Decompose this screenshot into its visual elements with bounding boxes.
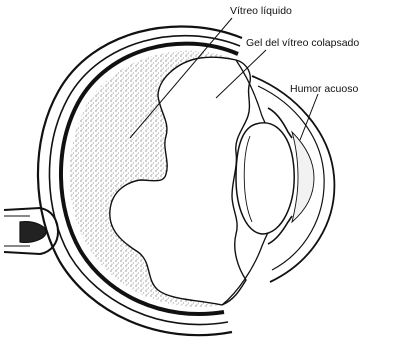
label-aqueous-humor: Humor acuoso <box>290 83 358 95</box>
optic-nerve-sheath <box>20 222 46 243</box>
lens <box>236 123 294 234</box>
label-liquid-vitreous: Vítreo líquido <box>230 5 292 17</box>
aqueous-humor-chamber <box>292 132 314 222</box>
label-collapsed-gel: Gel del vítreo colapsado <box>246 37 359 49</box>
leader-aqueous-humor <box>300 94 318 140</box>
